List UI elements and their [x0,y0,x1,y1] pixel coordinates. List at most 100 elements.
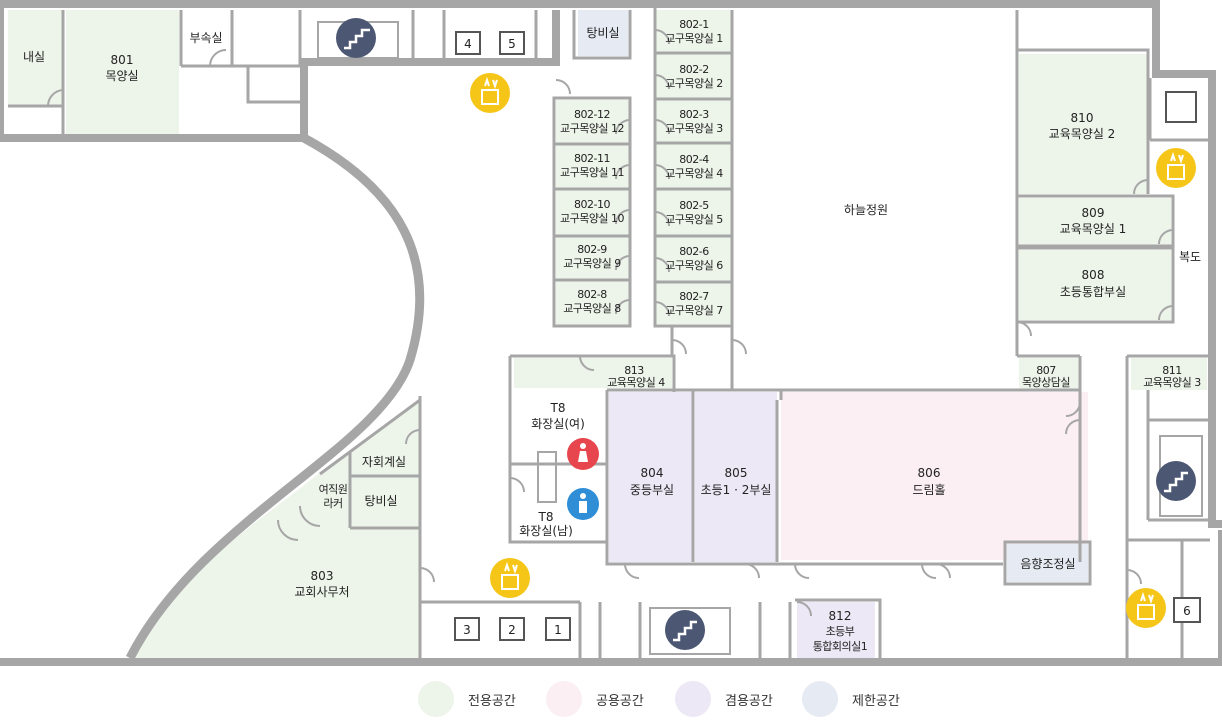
elevator-6-label: 6 [1183,604,1191,618]
label-802-3-name: 교구목양실 3 [665,122,723,135]
room-801[interactable] [66,10,179,134]
legend-swatch [802,681,838,717]
room-802-left-column[interactable] [556,100,630,326]
room-813[interactable] [514,358,672,388]
label-t8m-name: 화장실(남) [519,524,573,538]
label-803-name: 교회사무처 [294,585,349,599]
label-801-name: 목양실 [105,69,138,83]
label-807-name: 목양상담실 [1022,376,1070,389]
legend-swatch [418,681,454,717]
label-802-9-name: 교구목양실 9 [563,257,621,270]
room-810[interactable] [1019,54,1147,194]
legend-label: 제한공간 [852,693,900,709]
elevator-4[interactable] [455,31,481,55]
elevator-1[interactable] [545,617,571,641]
legend-restricted: 제한공간 [802,681,900,717]
room-tangbi-top[interactable] [578,10,628,56]
shaft-box [1165,91,1197,123]
elevator-3-label: 3 [463,623,471,637]
label-jahoe: 자회계실 [362,455,406,469]
label-813-name: 교육목양실 4 [607,376,665,389]
label-810-name: 교육목양실 2 [1049,127,1116,141]
label-802-2-num: 802-2 [679,63,708,76]
elevator-icon[interactable] [1126,588,1166,628]
elevator-1-label: 1 [554,623,562,637]
elevator-3[interactable] [454,617,480,641]
label-808-name: 초등통합부실 [1060,285,1126,299]
doors [46,29,1174,617]
elevator-5[interactable] [499,31,525,55]
room-806[interactable] [781,392,1088,560]
label-802-8-num: 802-8 [577,288,607,301]
label-t8f-name: 화장실(여) [531,417,585,431]
legend-label: 겸용공간 [725,693,773,709]
room-808[interactable] [1019,250,1171,320]
label-802-10-name: 교구목양실 10 [560,212,625,225]
elevator-2-label: 2 [508,623,516,637]
label-803-num: 803 [311,569,334,583]
label-802-9-num: 802-9 [577,243,607,256]
label-802-7-num: 802-7 [679,290,709,303]
label-809-num: 809 [1082,206,1105,220]
label-garden: 하늘정원 [844,203,888,217]
label-802-3-num: 802-3 [679,108,709,121]
label-812-num: 812 [829,609,852,623]
room-804[interactable] [609,392,693,562]
label-802-12-name: 교구목양실 12 [560,122,624,135]
label-811-name: 교육목양실 3 [1143,376,1201,389]
label-801-num: 801 [111,53,134,67]
male-toilet-icon [567,488,599,520]
elevator-badges [470,73,1196,628]
label-802-1-num: 802-1 [679,18,708,31]
elevator-boxes [454,31,1201,641]
label-802-7-name: 교구목양실 7 [665,304,723,317]
label-802-2-name: 교구목양실 2 [665,77,723,90]
legend-exclusive: 전용공간 [418,681,516,717]
room-nae[interactable] [8,10,63,106]
label-802-1-name: 교구목양실 1 [665,32,723,45]
elevator-icon[interactable] [470,73,510,113]
legend-swatch [546,681,582,717]
elevator-icon[interactable] [490,558,530,598]
elevator-2[interactable] [499,617,525,641]
room-803[interactable] [130,400,420,658]
label-802-12-num: 802-12 [574,108,610,121]
label-804-name: 중등부실 [630,483,674,497]
label-t8m-num: T8 [538,510,554,524]
label-802-5-name: 교구목양실 5 [665,213,723,226]
legend: 전용공간 공용공간 겸용공간 제한공간 [0,676,1222,717]
labels: 내실 801 목양실 부속실 4 5 탕비실 802-1 교구목양실 1 802… [23,18,1202,653]
room-audio[interactable] [1007,544,1088,582]
elevator-5-label: 5 [508,37,516,51]
label-t8f-num: T8 [550,401,566,415]
label-tangbi-top: 탕비실 [586,26,619,40]
room-805[interactable] [695,392,777,562]
legend-public: 공용공간 [546,681,644,717]
label-811-num: 811 [1162,364,1182,377]
label-802-4-num: 802-4 [679,153,709,166]
label-809-name: 교육목양실 1 [1060,222,1127,236]
label-audio: 음향조정실 [1020,557,1075,571]
room-809[interactable] [1019,198,1171,246]
label-813-num: 813 [624,364,644,377]
label-802-8-name: 교구목양실 8 [563,302,621,315]
label-802-5-num: 802-5 [679,199,709,212]
label-804-num: 804 [641,466,664,480]
toilet-stall [537,451,557,503]
label-tangbi-mid: 탕비실 [364,494,397,508]
label-806-name: 드림홀 [912,483,945,497]
legend-shared: 겸용공간 [675,681,773,717]
label-busok: 부속실 [189,31,222,45]
label-802-11-name: 교구목양실 11 [560,166,624,179]
elevator-icon[interactable] [1156,148,1196,188]
label-805-num: 805 [725,466,748,480]
label-812-name-a: 초등부 [826,625,855,638]
label-805-name: 초등1 · 2부실 [701,483,772,497]
room-811[interactable] [1131,358,1207,390]
female-toilet-icon [567,438,599,470]
legend-label: 공용공간 [596,693,644,709]
room-807[interactable] [1019,358,1079,390]
floor-plan: 내실 801 목양실 부속실 4 5 탕비실 802-1 교구목양실 1 802… [0,0,1222,666]
elevator-6[interactable] [1173,597,1201,623]
